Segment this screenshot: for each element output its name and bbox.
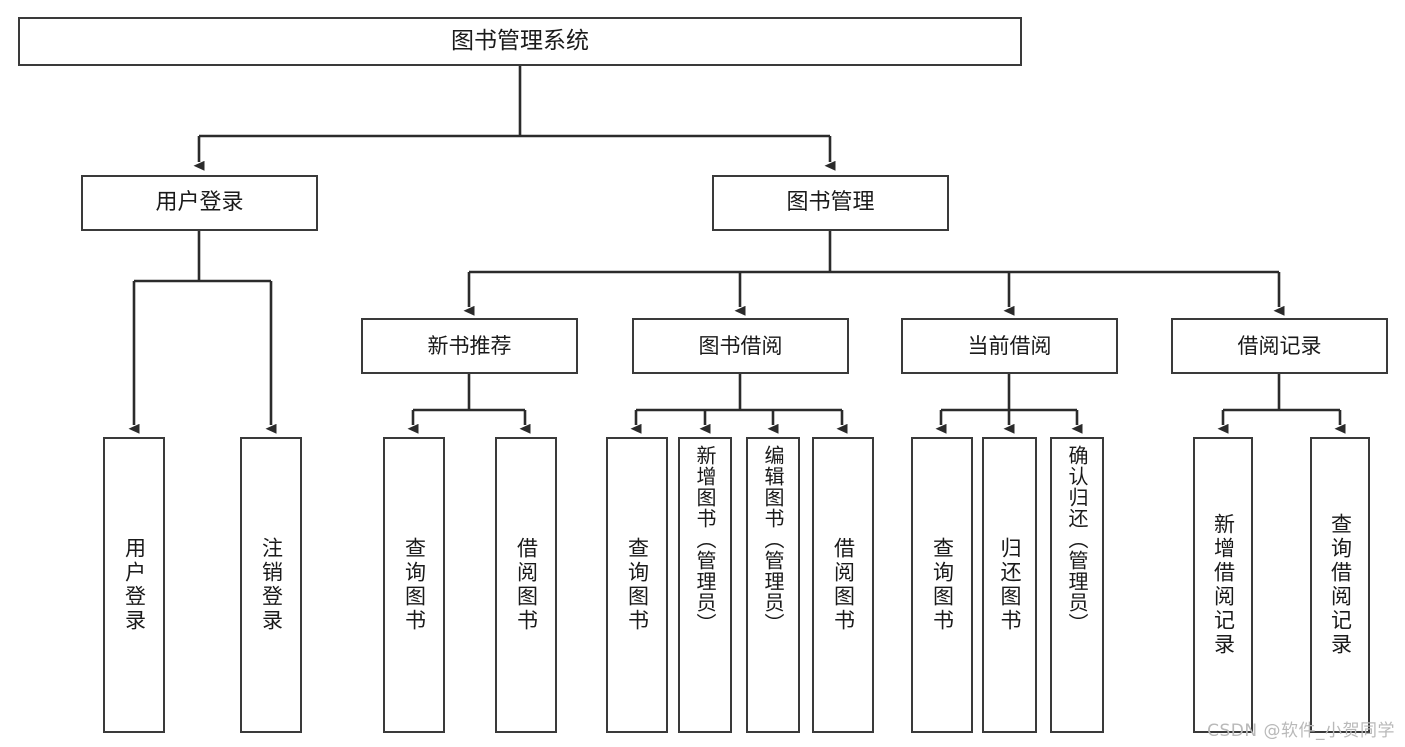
- node-leaf-user-logout[interactable]: 注销登录: [240, 437, 302, 733]
- node-user-login[interactable]: 用户登录: [81, 175, 318, 231]
- csdn-watermark: CSDN @软件_小贺同学: [1207, 721, 1395, 741]
- node-leaf-return-book[interactable]: 归还图书: [982, 437, 1037, 733]
- node-leaf-return-book-label: 归还图书: [998, 537, 1022, 633]
- node-root[interactable]: 图书管理系统: [18, 17, 1022, 66]
- node-book-borrow-label: 图书借阅: [698, 333, 783, 358]
- node-book-manage[interactable]: 图书管理: [712, 175, 949, 231]
- node-leaf-user-login[interactable]: 用户登录: [103, 437, 165, 733]
- node-leaf-add-record[interactable]: 新增借阅记录: [1193, 437, 1253, 733]
- node-leaf-query-book-2[interactable]: 查询图书: [606, 437, 668, 733]
- node-leaf-query-book-2-label: 查询图书: [625, 537, 650, 633]
- node-leaf-borrow-book-1-label: 借阅图书: [514, 537, 539, 633]
- node-leaf-add-book[interactable]: 新增图书（管理员）: [678, 437, 732, 733]
- node-new-book-recommend[interactable]: 新书推荐: [361, 318, 578, 374]
- node-borrow-record-label: 借阅记录: [1237, 333, 1322, 358]
- node-leaf-edit-book-label: 编辑图书（管理员）: [761, 445, 785, 634]
- node-leaf-query-record-label: 查询借阅记录: [1328, 513, 1353, 657]
- node-current-borrow-label: 当前借阅: [967, 333, 1052, 358]
- node-new-book-recommend-label: 新书推荐: [427, 333, 512, 358]
- node-leaf-query-book-1[interactable]: 查询图书: [383, 437, 445, 733]
- node-leaf-add-book-label: 新增图书（管理员）: [693, 445, 717, 634]
- node-leaf-user-login-label: 用户登录: [122, 537, 147, 633]
- node-leaf-borrow-book-2-label: 借阅图书: [831, 537, 856, 633]
- node-leaf-add-record-label: 新增借阅记录: [1211, 513, 1236, 657]
- node-book-borrow[interactable]: 图书借阅: [632, 318, 849, 374]
- node-leaf-edit-book[interactable]: 编辑图书（管理员）: [746, 437, 800, 733]
- node-leaf-query-book-3-label: 查询图书: [930, 537, 955, 633]
- node-book-manage-label: 图书管理: [786, 190, 875, 216]
- node-borrow-record[interactable]: 借阅记录: [1171, 318, 1388, 374]
- node-leaf-query-book-3[interactable]: 查询图书: [911, 437, 973, 733]
- node-leaf-confirm-return-label: 确认归还（管理员）: [1065, 445, 1089, 634]
- node-leaf-confirm-return[interactable]: 确认归还（管理员）: [1050, 437, 1104, 733]
- node-leaf-borrow-book-2[interactable]: 借阅图书: [812, 437, 874, 733]
- node-leaf-borrow-book-1[interactable]: 借阅图书: [495, 437, 557, 733]
- node-leaf-user-logout-label: 注销登录: [259, 537, 284, 633]
- node-user-login-label: 用户登录: [155, 190, 244, 216]
- node-root-label: 图书管理系统: [451, 28, 589, 55]
- node-current-borrow[interactable]: 当前借阅: [901, 318, 1118, 374]
- node-leaf-query-book-1-label: 查询图书: [402, 537, 427, 633]
- node-leaf-query-record[interactable]: 查询借阅记录: [1310, 437, 1370, 733]
